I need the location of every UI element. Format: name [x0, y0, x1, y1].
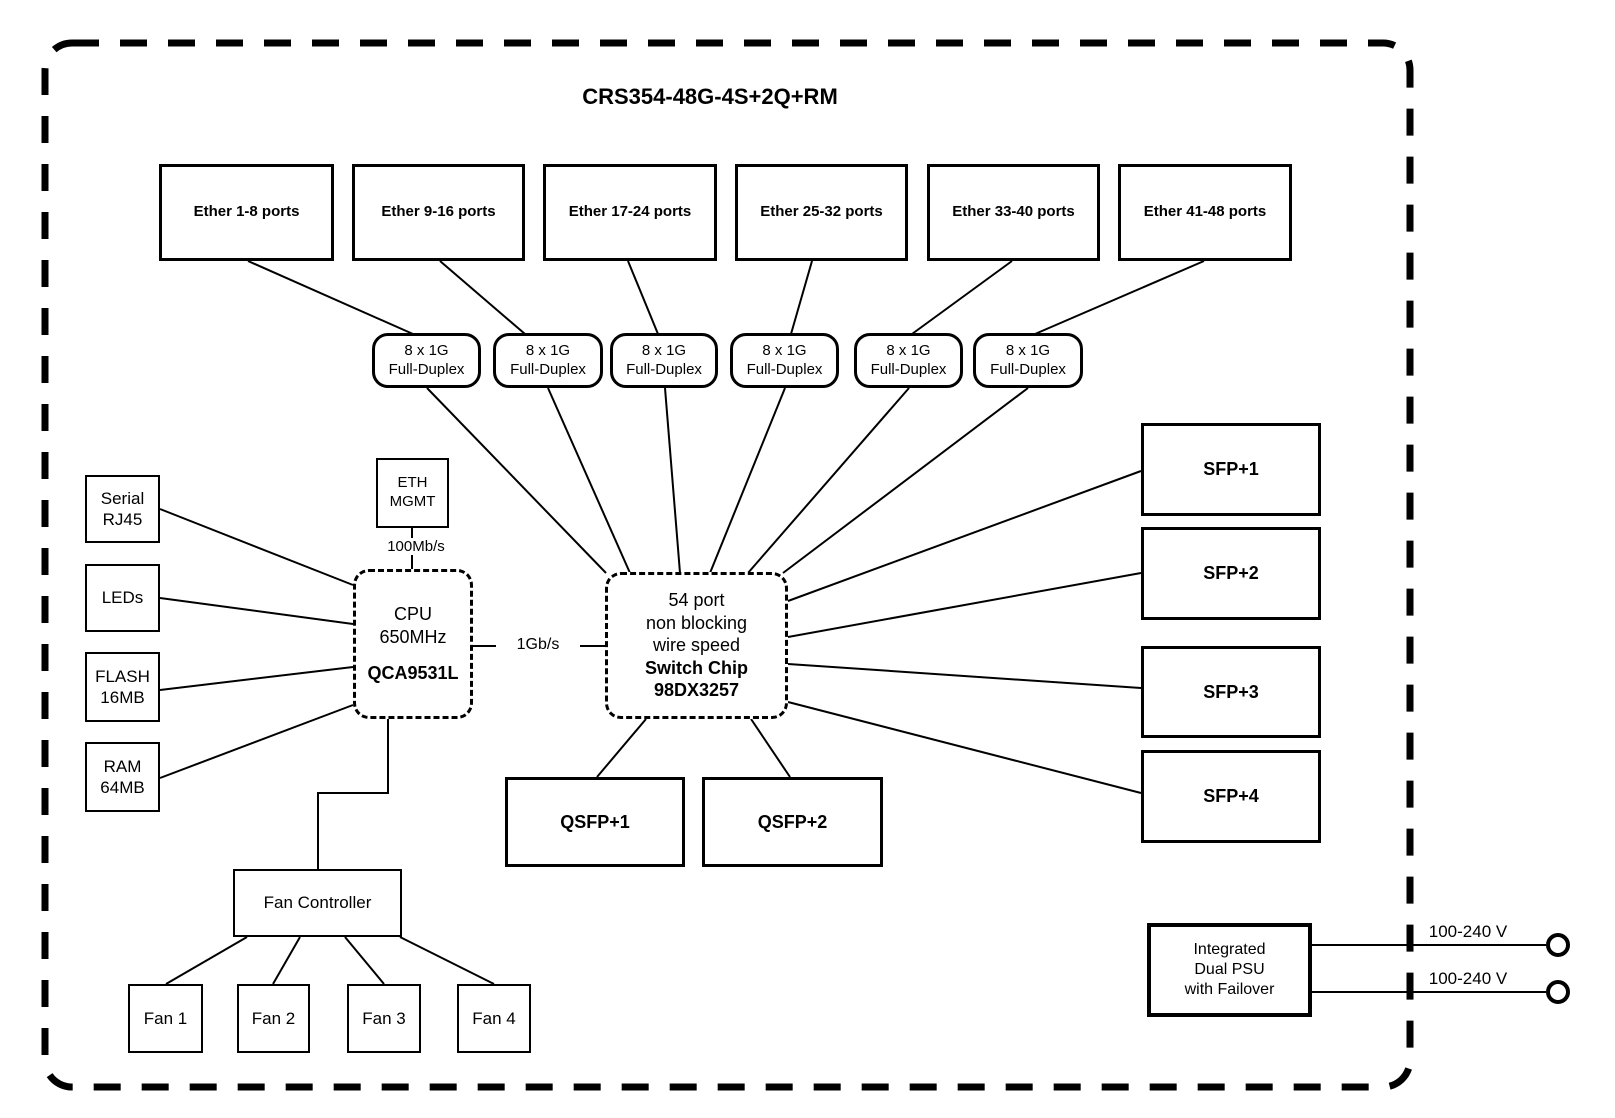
- qsfp1-box: QSFP+1: [505, 777, 685, 867]
- phy-group-box-2: 8 x 1G Full-Duplex: [493, 333, 603, 388]
- leds-box: LEDs: [85, 564, 160, 632]
- qsfp2-box: QSFP+2: [702, 777, 883, 867]
- eth-mgmt-box: ETH MGMT: [376, 458, 449, 528]
- power-input-label-1: 100-240 V: [1428, 922, 1508, 941]
- diagram-title: CRS354-48G-4S+2Q+RM: [582, 84, 838, 109]
- cpu-fan-controller-link: [317, 719, 389, 869]
- ether-ports-box-5: Ether 33-40 ports: [927, 164, 1100, 261]
- phy-to-switch-links: [426, 387, 1029, 574]
- fan-1-box: Fan 1: [128, 984, 203, 1053]
- phy-group-box-1: 8 x 1G Full-Duplex: [372, 333, 481, 388]
- serial-rj45-box: Serial RJ45: [85, 475, 160, 543]
- fan-3-box: Fan 3: [347, 984, 421, 1053]
- switch-chip-name: Switch Chip 98DX3257: [645, 657, 748, 701]
- phy-group-box-5: 8 x 1G Full-Duplex: [854, 333, 963, 388]
- fan-4-box: Fan 4: [457, 984, 531, 1053]
- cpu-box: CPU 650MHz QCA9531L: [353, 569, 473, 719]
- cpu-desc: CPU 650MHz: [379, 604, 447, 647]
- fan-links: [165, 936, 495, 985]
- eth-mgmt-speed-label: 100Mb/s: [362, 538, 470, 555]
- switch-chip-box: 54 port non blocking wire speed Switch C…: [605, 572, 788, 719]
- power-input-label-2: 100-240 V: [1428, 969, 1508, 988]
- cpu-model: QCA9531L: [367, 663, 459, 684]
- sfp1-box: SFP+1: [1141, 423, 1321, 516]
- leds-link: [159, 597, 354, 625]
- ether-ports-box-1: Ether 1-8 ports: [159, 164, 334, 261]
- power-input-connector-icon: [1546, 933, 1570, 957]
- sfp3-box: SFP+3: [1141, 646, 1321, 738]
- phy-group-box-6: 8 x 1G Full-Duplex: [973, 333, 1083, 388]
- ether-to-phy-links: [247, 260, 1205, 335]
- sfp2-box: SFP+2: [1141, 527, 1321, 620]
- switch-to-qsfp-links: [596, 718, 791, 778]
- phy-group-box-3: 8 x 1G Full-Duplex: [610, 333, 718, 388]
- sfp4-box: SFP+4: [1141, 750, 1321, 843]
- cpu-links: [159, 508, 605, 869]
- switch-to-sfp-links: [787, 470, 1142, 794]
- flash-link: [159, 666, 354, 691]
- serial-link: [159, 508, 354, 586]
- switch-chip-desc: 54 port non blocking wire speed: [645, 590, 748, 656]
- ether-ports-box-4: Ether 25-32 ports: [735, 164, 908, 261]
- ram-box: RAM 64MB: [85, 742, 160, 812]
- ether-ports-box-6: Ether 41-48 ports: [1118, 164, 1292, 261]
- power-input-connector-icon: [1546, 980, 1570, 1004]
- ether-ports-box-2: Ether 9-16 ports: [352, 164, 525, 261]
- phy-group-box-4: 8 x 1G Full-Duplex: [730, 333, 839, 388]
- psu-box: Integrated Dual PSU with Failover: [1147, 923, 1312, 1017]
- ram-link: [159, 704, 354, 779]
- ether-ports-box-3: Ether 17-24 ports: [543, 164, 717, 261]
- cpu-switch-speed-label: 1Gb/s: [496, 636, 580, 654]
- fan-controller-box: Fan Controller: [233, 869, 402, 937]
- flash-box: FLASH 16MB: [85, 652, 160, 722]
- fan-2-box: Fan 2: [237, 984, 310, 1053]
- chassis-boundary: [41, 39, 1414, 1091]
- power-links: [1312, 933, 1570, 1004]
